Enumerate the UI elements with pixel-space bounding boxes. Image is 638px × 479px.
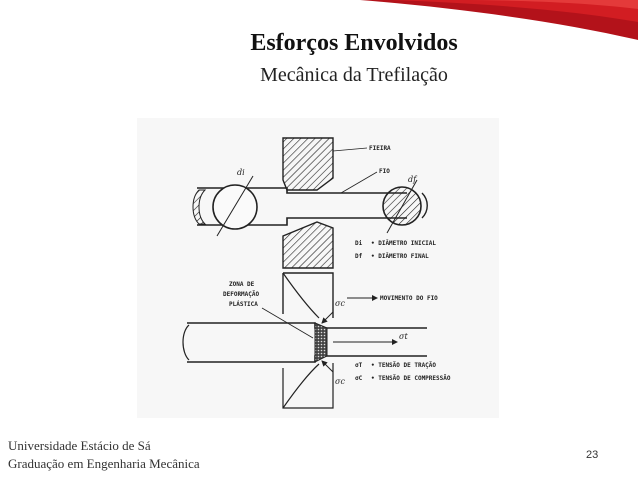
initial-diameter-circle xyxy=(212,184,258,230)
legend-sigma-t-symbol: σT xyxy=(355,362,363,369)
label-movimento: MOVIMENTO DO FIO xyxy=(380,295,438,302)
legend-di-symbol: Di xyxy=(355,240,363,247)
label-sigma-c-bottom: σc xyxy=(335,377,345,386)
top-right-red-swoosh xyxy=(360,0,638,40)
legend-df-symbol: Df xyxy=(355,253,363,260)
legend-df-text: • DIÂMETRO FINAL xyxy=(371,253,429,260)
legend-compressao-text: • TENSÃO DE COMPRESSÃO xyxy=(371,375,451,382)
footer-course: Graduação em Engenharia Mecânica xyxy=(8,456,200,471)
label-zona-2: DEFORMAÇÃO xyxy=(223,291,260,298)
label-sigma-c-top: σc xyxy=(335,299,345,308)
slide-title: Esforços Envolvidos xyxy=(250,30,458,56)
bottom-stress-assembly xyxy=(182,272,427,409)
page-number: 23 xyxy=(586,449,599,461)
drawing-figure: FIEIRA FIO di df Di • DIÂMETRO INICIAL D… xyxy=(137,118,499,418)
wire-drawing-diagram: FIEIRA FIO di df Di • DIÂMETRO INICIAL D… xyxy=(182,137,451,409)
top-die-assembly xyxy=(192,137,428,269)
legend-tracao-text: • TENSÃO DE TRAÇÃO xyxy=(371,362,436,369)
label-sigma-t-arrow: σt xyxy=(399,332,408,341)
label-fio: FIO xyxy=(379,168,390,175)
label-df-mark: df xyxy=(408,175,418,184)
label-di-mark: di xyxy=(237,168,245,177)
label-zona-1: ZONA DE xyxy=(229,281,255,288)
slide-subtitle: Mecânica da Trefilação xyxy=(260,64,448,86)
label-zona-3: PLÁSTICA xyxy=(229,301,258,308)
footer-university: Universidade Estácio de Sá xyxy=(8,438,151,453)
label-fieira: FIEIRA xyxy=(369,145,391,152)
legend-di-text: • DIÂMETRO INICIAL xyxy=(371,240,436,247)
legend-sigma-c-symbol: σC xyxy=(355,375,363,382)
